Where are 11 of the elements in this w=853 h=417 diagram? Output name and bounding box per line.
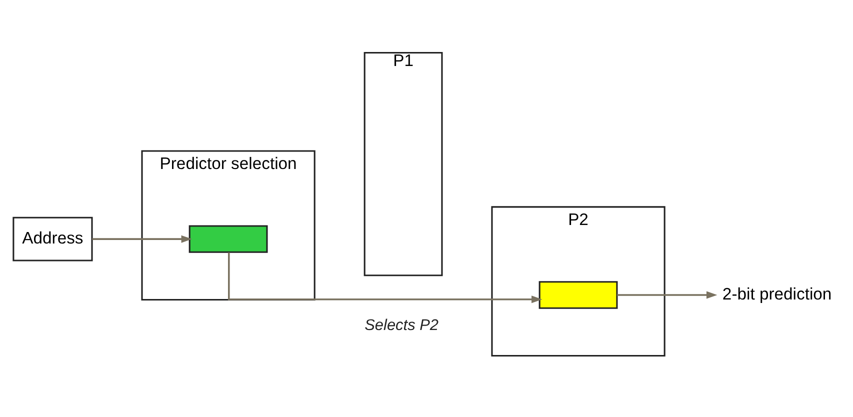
node-text: 2-bit prediction xyxy=(722,284,832,303)
node-bar xyxy=(538,280,618,308)
arrow xyxy=(92,234,192,242)
arrow xyxy=(228,252,542,303)
node-box: P1 xyxy=(364,51,443,276)
cluster: P2 xyxy=(491,206,666,356)
cluster: Predictor selection xyxy=(141,150,316,300)
edge-label: Selects P2 xyxy=(364,316,439,334)
arrow xyxy=(617,290,718,298)
node-bar xyxy=(188,224,268,252)
node-box: Address xyxy=(12,216,93,261)
